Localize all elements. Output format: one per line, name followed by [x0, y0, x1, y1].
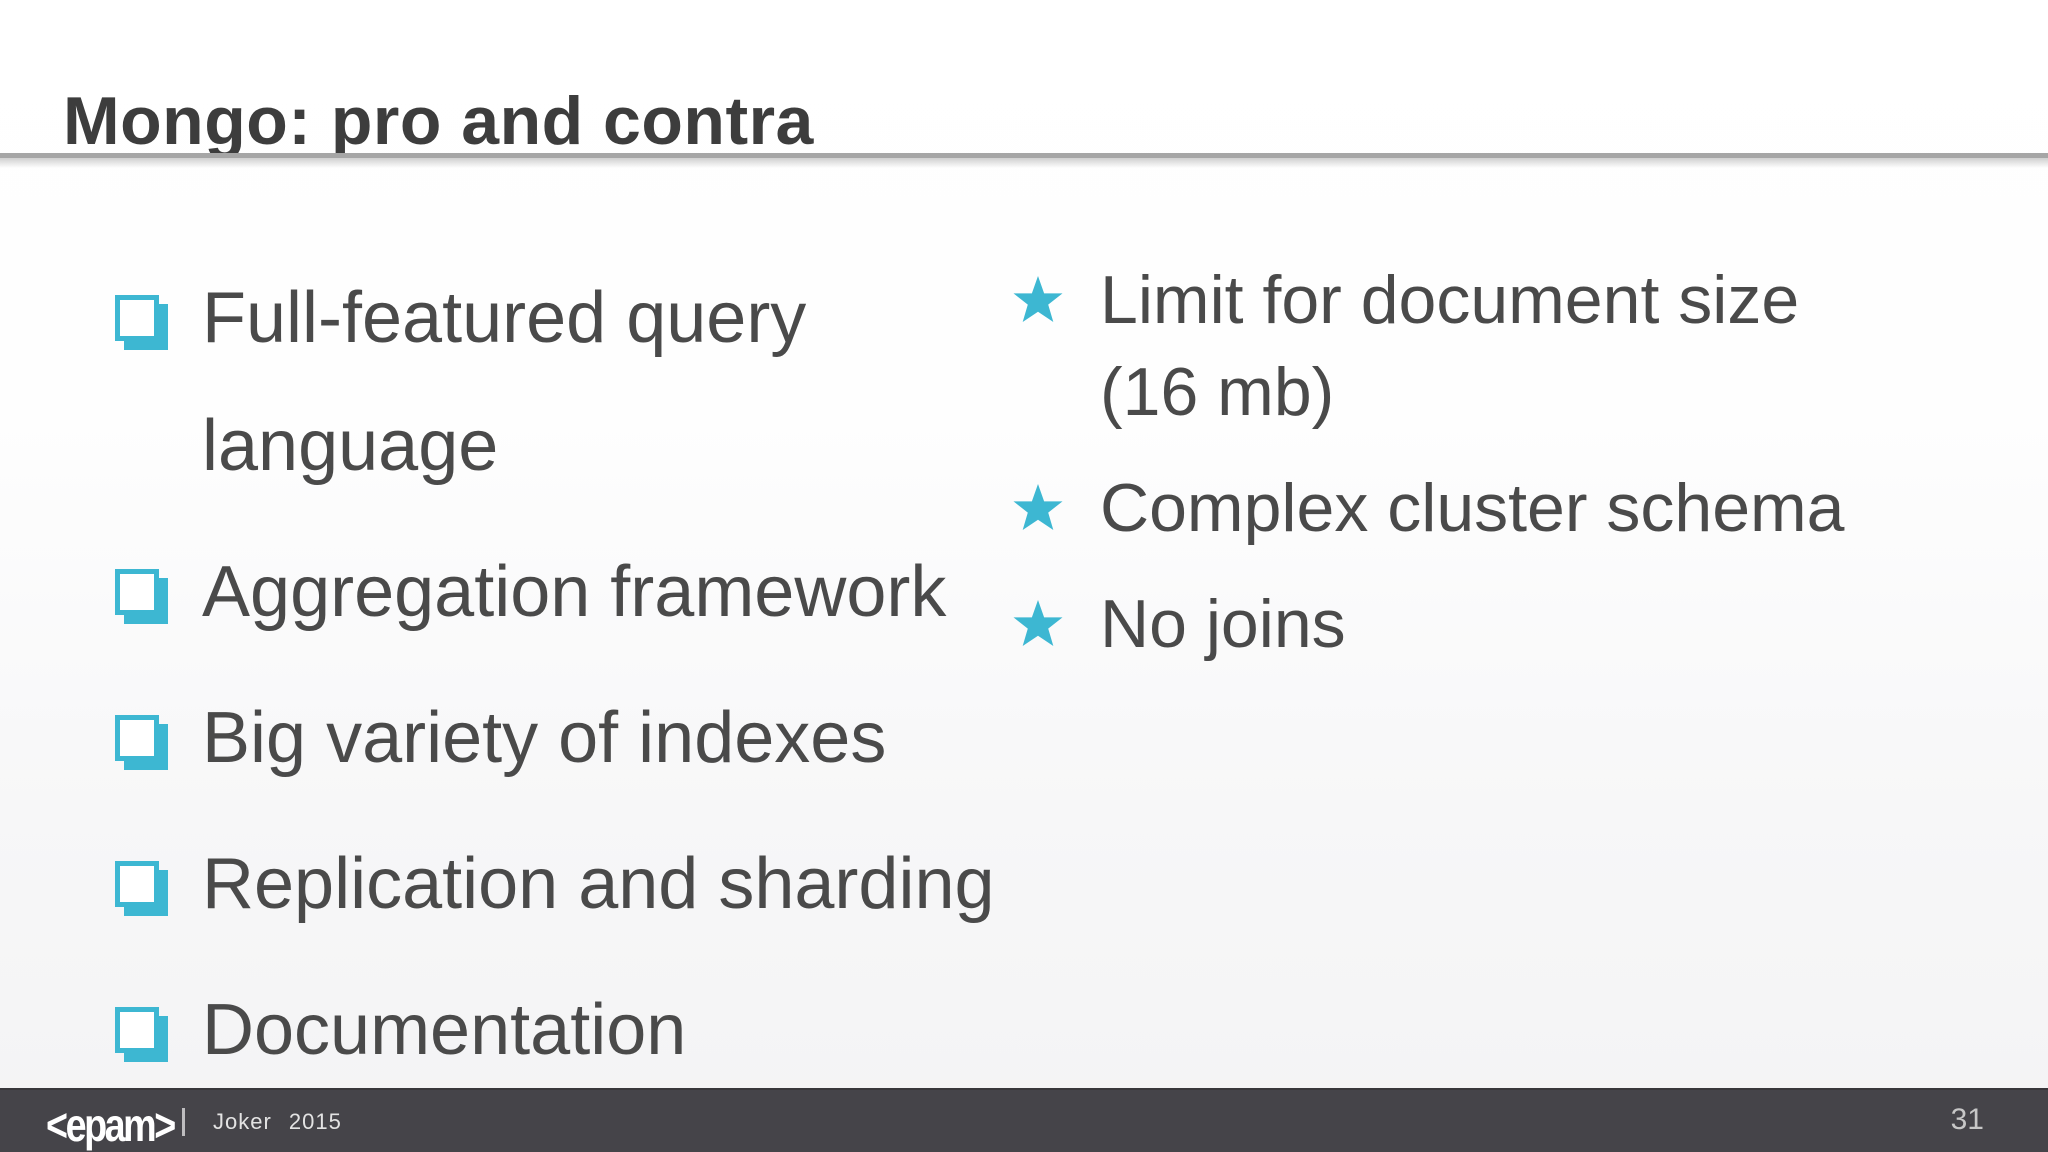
pro-item-label: Aggregation framework — [202, 552, 947, 632]
list-item: Replication and sharding — [115, 820, 1015, 948]
list-item: Documentation — [115, 966, 1015, 1094]
footer-bar: <epam> Joker 2015 31 — [0, 1088, 2048, 1152]
list-item: Full-featured query language — [115, 254, 1015, 510]
cons-list: Limit for document size (16 mb) Complex … — [1012, 254, 1932, 694]
pros-list: Full-featured query language Aggregation… — [115, 254, 1015, 1112]
star-icon — [1013, 600, 1063, 646]
checkbox-bullet-icon — [115, 861, 159, 907]
list-item: No joins — [1012, 578, 1932, 670]
pro-item-label: Big variety of indexes — [202, 698, 887, 778]
title-divider-shadow — [0, 158, 2048, 168]
list-item: Limit for document size (16 mb) — [1012, 254, 1932, 438]
checkbox-bullet-icon — [115, 715, 159, 761]
footer-separator — [182, 1108, 185, 1136]
checkbox-bullet-icon — [115, 295, 159, 341]
list-item: Complex cluster schema — [1012, 462, 1932, 554]
epam-logo: <epam> — [46, 1099, 176, 1151]
pro-item-label: Full-featured query language — [202, 278, 807, 486]
con-item-label: No joins — [1100, 586, 1346, 662]
list-item: Big variety of indexes — [115, 674, 1015, 802]
footer-event-label: Joker 2015 — [213, 1109, 342, 1134]
checkbox-bullet-icon — [115, 1007, 159, 1053]
star-icon — [1013, 276, 1063, 322]
page-number: 31 — [1950, 1103, 1984, 1136]
pro-item-label: Replication and sharding — [202, 844, 995, 924]
title-divider-line — [0, 153, 2048, 158]
slide-title: Mongo: pro and contra — [63, 82, 814, 159]
con-item-label: Limit for document size (16 mb) — [1100, 262, 1800, 430]
checkbox-bullet-icon — [115, 569, 159, 615]
list-item: Aggregation framework — [115, 528, 1015, 656]
star-icon — [1013, 484, 1063, 530]
con-item-label: Complex cluster schema — [1100, 470, 1845, 546]
pro-item-label: Documentation — [202, 990, 687, 1070]
